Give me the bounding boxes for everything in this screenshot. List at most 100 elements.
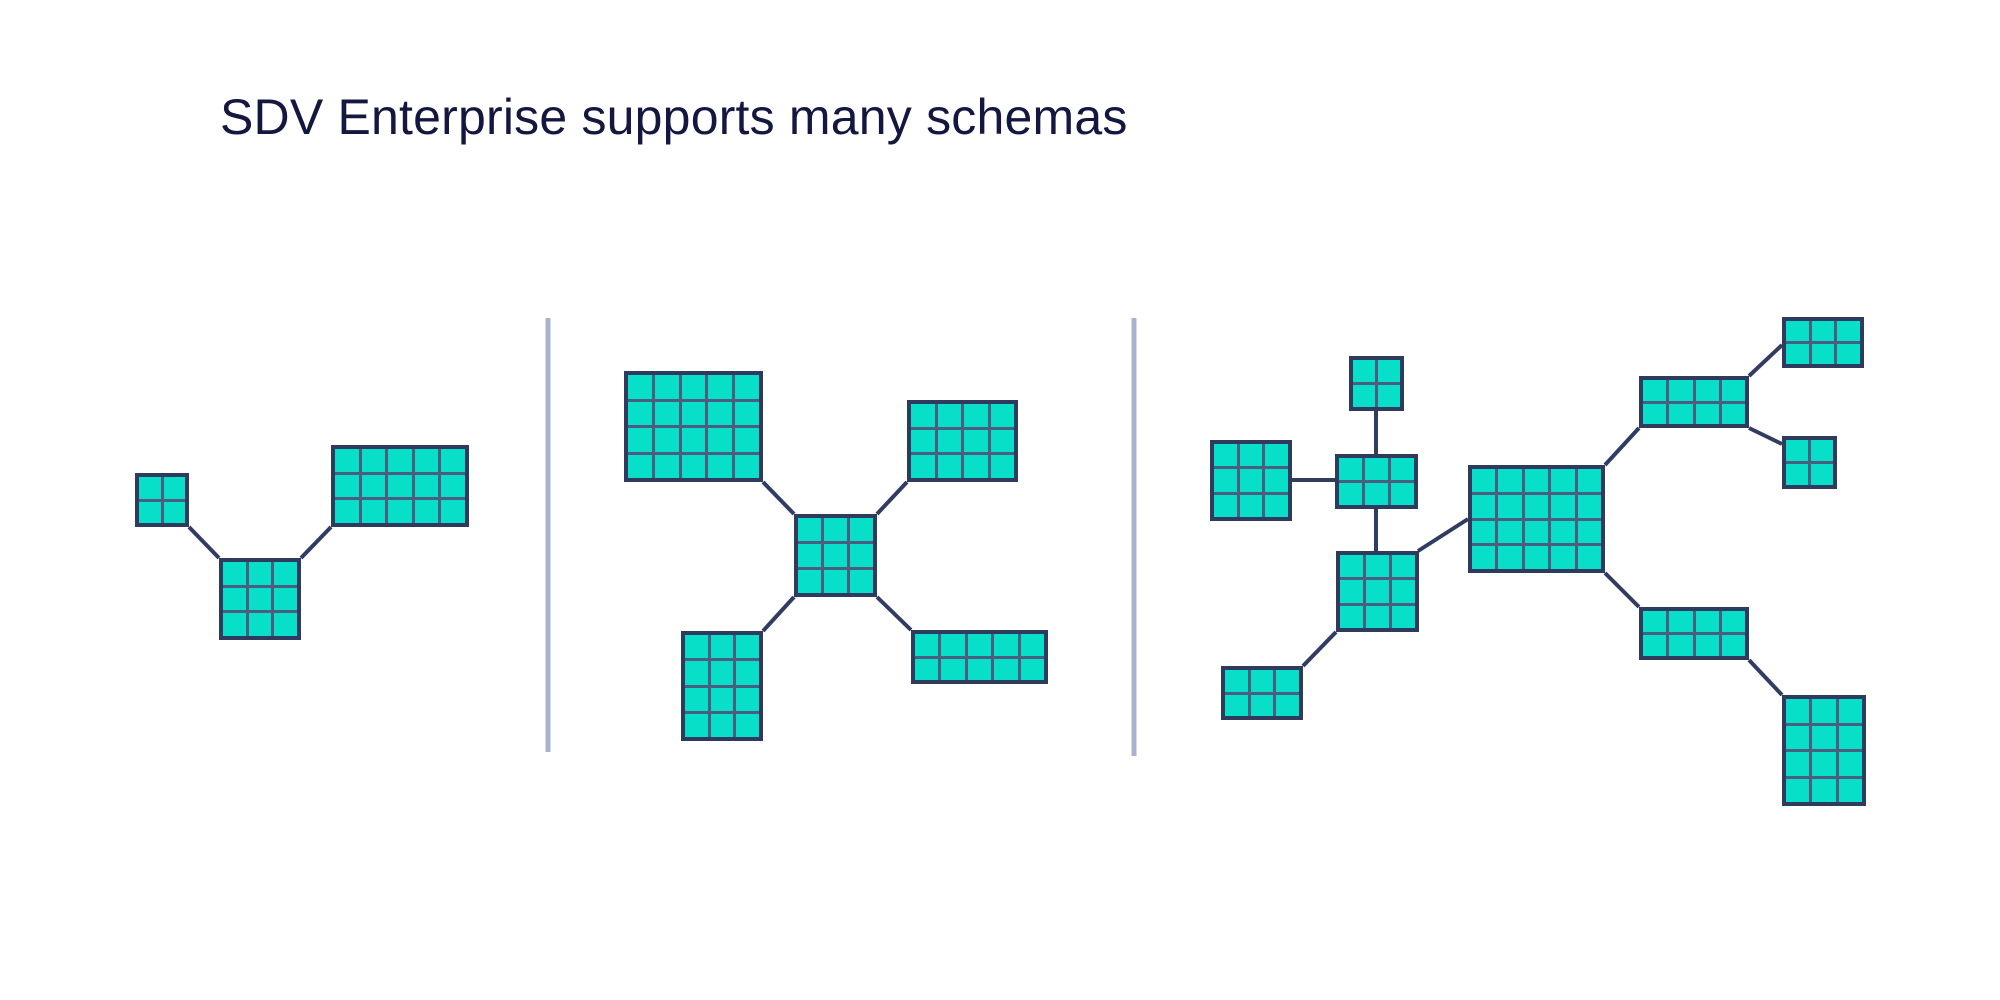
- table-cell: [798, 544, 821, 567]
- table-cell: [964, 455, 988, 478]
- table-cell: [335, 449, 359, 472]
- table-cell: [1669, 380, 1693, 401]
- schema-table-p3-t7: [1639, 376, 1749, 428]
- table-cell: [1498, 520, 1522, 544]
- table-cell: [990, 404, 1014, 427]
- table-cell: [248, 613, 272, 636]
- table-cell: [850, 544, 873, 567]
- table-cell: [1786, 752, 1810, 776]
- table-cell: [223, 613, 246, 636]
- table-cell: [1353, 360, 1375, 382]
- table-cell: [139, 477, 161, 499]
- table-cell: [1721, 403, 1745, 424]
- connector-line: [1747, 658, 1784, 697]
- table-cell: [1643, 635, 1667, 656]
- schema-table-p1-t3: [331, 445, 469, 527]
- table-cell: [628, 454, 652, 478]
- table-cell: [1669, 635, 1693, 656]
- table-cell: [1695, 611, 1719, 632]
- table-cell: [1366, 605, 1389, 628]
- connector-line: [1603, 571, 1641, 609]
- table-cell: [1340, 555, 1363, 578]
- table-cell: [708, 428, 733, 452]
- table-cell: [994, 658, 1018, 680]
- table-cell: [1020, 658, 1044, 680]
- table-cell: [1276, 694, 1299, 716]
- table-cell: [937, 404, 961, 427]
- schema-table-p3-t10: [1639, 607, 1749, 660]
- table-cell: [163, 477, 185, 499]
- schema-table-p2-t3: [794, 514, 877, 597]
- table-cell: [1524, 469, 1549, 492]
- table-cell: [994, 634, 1018, 656]
- table-cell: [1339, 458, 1362, 480]
- table-cell: [274, 587, 297, 611]
- table-cell: [911, 404, 935, 427]
- table-cell: [1340, 580, 1363, 603]
- table-cell: [941, 658, 965, 680]
- table-cell: [1365, 483, 1388, 505]
- table-cell: [736, 687, 759, 711]
- table-cell: [654, 401, 679, 425]
- table-cell: [708, 454, 733, 478]
- table-cell: [1366, 580, 1389, 603]
- table-cell: [990, 455, 1014, 478]
- table-cell: [1498, 469, 1522, 492]
- table-cell: [1786, 464, 1808, 485]
- table-cell: [681, 454, 706, 478]
- table-cell: [628, 375, 652, 399]
- table-cell: [736, 661, 759, 685]
- table-cell: [1524, 520, 1549, 544]
- table-cell: [223, 562, 246, 585]
- table-cell: [1577, 520, 1601, 544]
- table-cell: [964, 404, 988, 427]
- table-cell: [1786, 321, 1809, 341]
- table-cell: [1695, 380, 1719, 401]
- table-cell: [915, 634, 939, 656]
- table-cell: [1837, 321, 1860, 341]
- table-cell: [735, 454, 759, 478]
- table-cell: [1838, 778, 1862, 802]
- table-cell: [824, 518, 847, 541]
- schema-table-p3-t11: [1782, 695, 1866, 806]
- table-cell: [1812, 725, 1836, 749]
- table-cell: [1366, 555, 1389, 578]
- table-cell: [361, 500, 386, 523]
- table-cell: [1551, 546, 1575, 569]
- connector-line: [1301, 630, 1338, 668]
- table-cell: [850, 518, 873, 541]
- table-cell: [1239, 469, 1263, 492]
- table-cell: [681, 375, 706, 399]
- connector-line: [875, 595, 913, 632]
- table-cell: [388, 500, 412, 523]
- table-cell: [1721, 611, 1745, 632]
- table-cell: [1577, 546, 1601, 569]
- table-cell: [1838, 752, 1862, 776]
- table-cell: [1812, 752, 1836, 776]
- table-cell: [735, 401, 759, 425]
- connector-line: [761, 480, 796, 516]
- table-cell: [388, 474, 412, 498]
- table-cell: [967, 658, 992, 680]
- table-cell: [628, 428, 652, 452]
- table-cell: [1392, 605, 1415, 628]
- schema-table-p1-t2: [219, 558, 301, 640]
- schema-table-p3-t5: [1221, 666, 1303, 720]
- connector-line: [1747, 343, 1784, 378]
- schema-table-p2-t4: [681, 631, 763, 741]
- table-cell: [1265, 469, 1288, 492]
- connector-line: [761, 595, 796, 633]
- table-cell: [1214, 444, 1237, 467]
- table-cell: [1786, 778, 1810, 802]
- table-cell: [685, 635, 708, 659]
- table-cell: [1214, 469, 1237, 492]
- connector-line: [1603, 426, 1641, 467]
- table-cell: [1472, 469, 1496, 492]
- schema-table-p2-t5: [911, 630, 1048, 684]
- table-cell: [1250, 694, 1274, 716]
- table-cell: [1577, 469, 1601, 492]
- table-cell: [1811, 464, 1833, 485]
- table-cell: [850, 570, 873, 593]
- table-cell: [441, 449, 465, 472]
